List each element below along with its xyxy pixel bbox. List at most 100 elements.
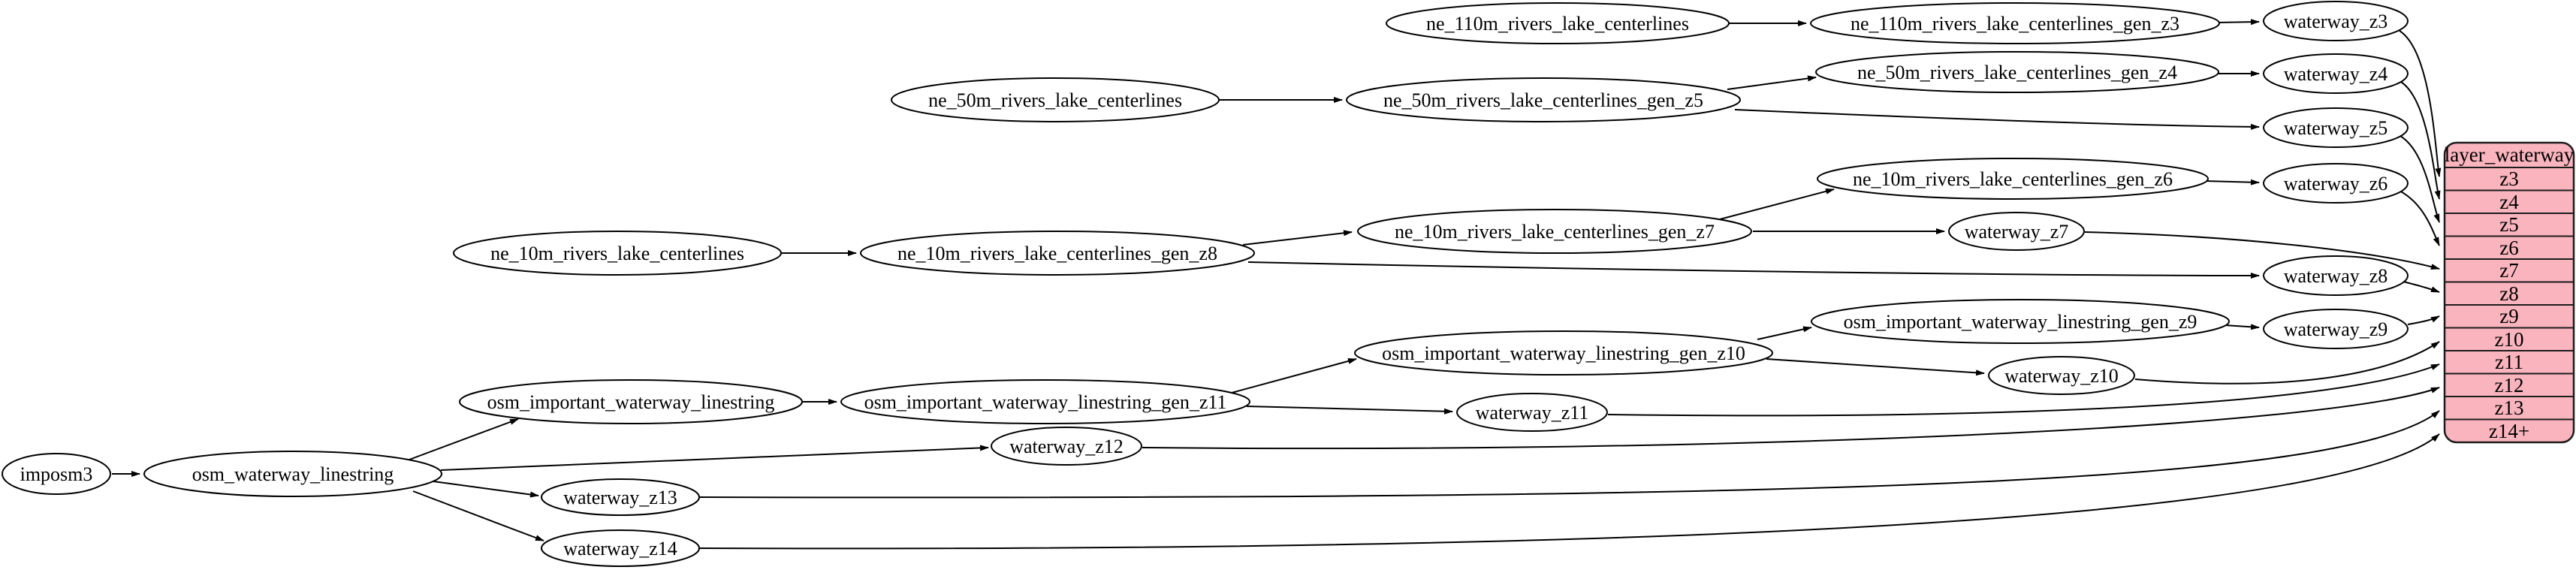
edge-waterway_z10-row_z10 (2134, 341, 2440, 385)
edge-gen_z6-waterway_z6 (2204, 179, 2260, 185)
node-osm_important_waterway_linestring_gen_z9: osm_important_waterway_linestring_gen_z9 (1811, 299, 2230, 344)
node-waterway_z4-label: waterway_z4 (2284, 63, 2388, 85)
node-gen_z3-shape (1810, 2, 2220, 44)
edge-gen_z7-gen_z6 (1719, 188, 1835, 220)
node-osm_waterway_linestring-label: osm_waterway_linestring (192, 463, 394, 485)
node-gen_z3-label: ne_110m_rivers_lake_centerlines_gen_z3 (1851, 13, 2179, 35)
node-waterway_z7-shape (1948, 212, 2085, 251)
node-ne_50m_rivers_lake_centerlines_gen_z4: ne_50m_rivers_lake_centerlines_gen_z4 (1815, 51, 2219, 93)
node-ne_50m_rivers_lake_centerlines_gen_z5: ne_50m_rivers_lake_centerlines_gen_z5 (1346, 77, 1741, 122)
node-gen_z10-label: osm_important_waterway_linestring_gen_z1… (1382, 342, 1745, 364)
node-gen_z5-label: ne_50m_rivers_lake_centerlines_gen_z5 (1383, 89, 1703, 111)
layer-waterway-table: layer_waterway z3 z4 z5 z6 z7 z8 z9 z10 … (2443, 141, 2575, 444)
edge-gen_z11-gen_z10 (1231, 358, 1357, 394)
node-waterway_z8-shape (2263, 255, 2409, 296)
node-waterway_z5-shape (2263, 107, 2409, 148)
node-gen_z6-label: ne_10m_rivers_lake_centerlines_gen_z6 (1853, 168, 2173, 190)
table-row-z9: z9 (2499, 305, 2518, 327)
layer-waterway-table-box (2443, 141, 2575, 444)
edge-waterway_z12-row_z12 (1142, 387, 2440, 450)
node-waterway_z5-label: waterway_z5 (2284, 117, 2388, 139)
edge-waterway_z13-row_z13 (698, 410, 2440, 499)
edge-waterway_z9-row_z9 (2407, 315, 2440, 325)
edge-gen_z9-waterway_z9 (2224, 324, 2260, 330)
node-ne_50m_rivers_lake_centerlines: ne_50m_rivers_lake_centerlines (891, 77, 1220, 122)
node-waterway_z10-shape (1988, 356, 2135, 395)
node-waterway_z3: waterway_z3 (2263, 1, 2409, 41)
node-waterway_z3-label: waterway_z3 (2284, 11, 2388, 32)
edge-waterway_z8-row_z8 (2403, 281, 2440, 293)
node-ne_110m_rivers_lake_centerlines: ne_110m_rivers_lake_centerlines (1386, 2, 1730, 44)
node-gen_z7-label: ne_10m_rivers_lake_centerlines_gen_z7 (1395, 221, 1715, 243)
node-waterway_z13: waterway_z13 (541, 478, 700, 516)
node-gen_z5-shape (1346, 77, 1741, 122)
node-ne_110m-label: ne_110m_rivers_lake_centerlines (1426, 13, 1689, 35)
node-osm_important_waterway_linestring-label: osm_important_waterway_linestring (487, 391, 775, 413)
table-row-z7: z7 (2499, 259, 2518, 282)
edge-gen_z8-waterway_z8 (1247, 261, 2260, 279)
node-gen_z9-label: osm_important_waterway_linestring_gen_z9 (1844, 311, 2197, 333)
edge-gen_z10-waterway_z10 (1766, 358, 1985, 376)
node-gen_z7-shape (1357, 209, 1752, 254)
table-row-z8: z8 (2499, 282, 2518, 305)
node-osm_waterway_linestring: osm_waterway_linestring (143, 451, 442, 497)
node-waterway_z4-shape (2263, 53, 2409, 94)
node-ne_110m_rivers_lake_centerlines_gen_z3: ne_110m_rivers_lake_centerlines_gen_z3 (1810, 2, 2220, 44)
node-gen_z8-label: ne_10m_rivers_lake_centerlines_gen_z8 (897, 243, 1217, 264)
edge-gen_z8-gen_z7 (1242, 230, 1353, 246)
node-gen_z11-shape (840, 379, 1250, 424)
node-ne_10m-shape (453, 231, 782, 276)
node-imposm3: imposm3 (2, 453, 111, 495)
node-osm_important_waterway_linestring: osm_important_waterway_linestring (459, 379, 803, 424)
node-waterway_z11-shape (1456, 393, 1608, 432)
edge-waterway_z6-row_z6 (2399, 190, 2440, 246)
node-waterway_z10: waterway_z10 (1988, 356, 2135, 395)
node-gen_z10-shape (1354, 330, 1773, 375)
node-waterway_z3-shape (2263, 1, 2409, 41)
table-row-z5: z5 (2499, 213, 2518, 236)
table-row-z11: z11 (2495, 351, 2523, 373)
node-imposm3-label: imposm3 (20, 463, 93, 485)
node-waterway_z11: waterway_z11 (1456, 393, 1608, 432)
node-gen_z8-shape (860, 231, 1255, 276)
node-waterway_z9: waterway_z9 (2263, 309, 2409, 349)
node-gen_z4-label: ne_50m_rivers_lake_centerlines_gen_z4 (1857, 62, 2177, 83)
node-waterway_z6-shape (2263, 163, 2409, 204)
node-ne_50m-shape (891, 77, 1220, 122)
node-waterway_z8: waterway_z8 (2263, 255, 2409, 296)
node-ne_50m-label: ne_50m_rivers_lake_centerlines (928, 89, 1182, 111)
edge-waterway_z7-row_z7 (2084, 231, 2440, 270)
node-osm_important_waterway_linestring_gen_z11: osm_important_waterway_linestring_gen_z1… (840, 379, 1250, 424)
table-row-z10: z10 (2495, 328, 2524, 351)
node-osm_waterway_linestring-shape (143, 451, 442, 497)
edge-osm_waterway_linestring-waterway_z14 (412, 490, 544, 541)
node-ne_10m_rivers_lake_centerlines_gen_z7: ne_10m_rivers_lake_centerlines_gen_z7 (1357, 209, 1752, 254)
node-waterway_z10-label: waterway_z10 (2004, 365, 2119, 387)
node-waterway_z5: waterway_z5 (2263, 107, 2409, 148)
node-ne_10m_rivers_lake_centerlines_gen_z8: ne_10m_rivers_lake_centerlines_gen_z8 (860, 231, 1255, 276)
node-waterway_z13-shape (541, 478, 700, 516)
node-imposm3-shape (2, 453, 111, 495)
edge-waterway_z14-row_z14plus (698, 433, 2440, 550)
edge-osm_waterway_linestring-waterway_z12 (440, 445, 989, 471)
edge-gen_z3-waterway_z3 (2217, 19, 2260, 26)
node-waterway_z13-label: waterway_z13 (563, 487, 677, 508)
node-waterway_z14: waterway_z14 (541, 529, 700, 567)
edge-osm_waterway_linestring-osm_important_waterway_linestring (409, 418, 519, 460)
node-waterway_z6-label: waterway_z6 (2284, 173, 2388, 195)
edge-waterway_z3-row_z3 (2399, 30, 2442, 177)
table-row-z12: z12 (2495, 374, 2524, 397)
node-ne_10m-label: ne_10m_rivers_lake_centerlines (490, 243, 744, 264)
node-waterway_z9-label: waterway_z9 (2284, 318, 2388, 340)
edge-gen_z5-gen_z4 (1727, 75, 1817, 90)
table-row-z13: z13 (2495, 397, 2524, 419)
node-waterway_z14-label: waterway_z14 (563, 538, 677, 559)
node-waterway_z6: waterway_z6 (2263, 163, 2409, 204)
node-waterway_z11-label: waterway_z11 (1476, 402, 1589, 424)
table-row-z14plus: z14+ (2489, 420, 2529, 442)
node-waterway_z12-shape (991, 427, 1142, 466)
node-waterway_z7: waterway_z7 (1948, 212, 2085, 251)
table-title: layer_waterway (2445, 143, 2574, 166)
edge-gen_z10-gen_z9 (1757, 326, 1812, 340)
edge-waterway_z4-row_z4 (2400, 81, 2441, 200)
